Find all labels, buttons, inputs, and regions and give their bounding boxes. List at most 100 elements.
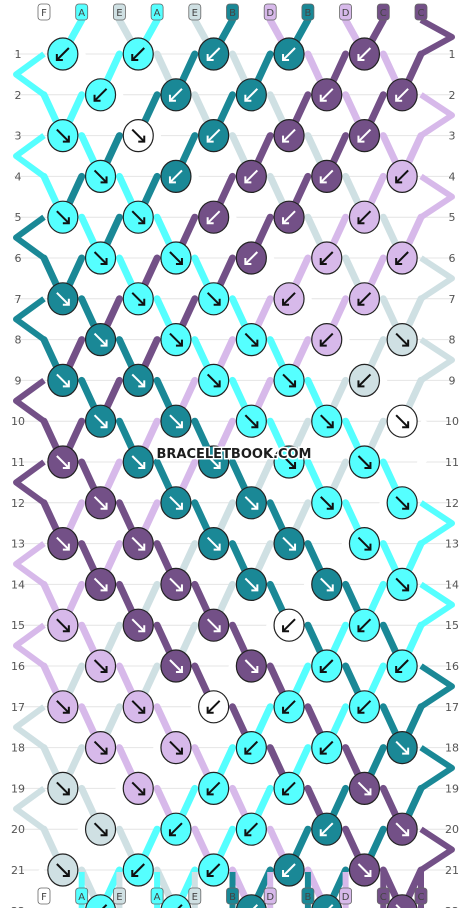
arrow-down-right-icon — [169, 577, 183, 592]
knot — [122, 282, 154, 316]
arrow-head — [402, 339, 410, 347]
knot — [273, 363, 305, 397]
arrow-down-right-icon — [206, 373, 221, 388]
knot — [160, 323, 192, 357]
arrow-down-right-icon — [244, 659, 259, 673]
row-number-left: 13 — [11, 538, 25, 551]
arrow-down-left-icon — [282, 700, 296, 714]
knot — [386, 567, 418, 602]
string-label: A — [154, 892, 161, 903]
knot — [235, 894, 267, 908]
arrow-head — [357, 706, 365, 714]
string-label: B — [229, 892, 236, 903]
arrow-down-left-icon — [357, 700, 372, 714]
string-color-swatch — [339, 887, 353, 905]
arrow-head — [282, 54, 290, 61]
string-label: C — [418, 892, 425, 903]
knot — [311, 404, 343, 438]
arrow-head — [213, 380, 221, 388]
arrow-down-right-icon — [244, 414, 259, 428]
edge-thread — [419, 663, 455, 710]
arrow-down-left-icon — [56, 47, 70, 61]
arrow-down-left-icon — [395, 169, 409, 184]
arrow-head — [100, 502, 108, 510]
knot — [273, 282, 305, 316]
arrow-down-right-icon — [56, 536, 70, 551]
knot — [198, 200, 230, 234]
string-color-swatch — [150, 3, 164, 21]
arrow-head — [138, 135, 146, 143]
arrow-head — [62, 543, 70, 551]
knot — [198, 282, 230, 316]
arrow-down-left-icon — [320, 169, 334, 184]
knot — [386, 812, 418, 846]
arrow-down-right-icon — [357, 455, 372, 469]
arrow-down-left-icon — [244, 822, 259, 836]
arrow-head — [357, 135, 365, 143]
string-label: D — [266, 8, 274, 19]
knot-grid — [47, 37, 418, 908]
arrow-down-right-icon — [131, 292, 145, 306]
arrow-head — [251, 339, 259, 347]
arrow-head — [168, 829, 176, 837]
arrow-down-right-icon — [93, 740, 108, 755]
arrow-head — [206, 870, 214, 877]
arrow-down-right-icon — [320, 577, 334, 592]
row-number-left: 15 — [11, 619, 25, 632]
string-color-swatch — [226, 3, 239, 21]
edge-thread — [419, 581, 455, 628]
arrow-head — [395, 176, 403, 184]
knot — [122, 445, 154, 479]
knot — [160, 241, 192, 275]
arrow-head — [251, 584, 259, 592]
row-number-left: 19 — [11, 782, 25, 795]
row-number-right: 3 — [449, 130, 456, 143]
arrow-down-left-icon — [282, 128, 296, 143]
arrow-head — [131, 870, 139, 877]
knot — [47, 119, 79, 153]
arrow-down-right-icon — [169, 740, 183, 755]
arrow-head — [364, 788, 372, 796]
arrow-head — [251, 666, 259, 673]
edge-thread — [13, 214, 46, 261]
row-number-right: 19 — [445, 782, 459, 795]
knot — [235, 812, 267, 846]
arrow-down-left-icon — [357, 618, 372, 632]
arrow-down-left-icon — [320, 251, 334, 265]
knot — [348, 445, 381, 479]
arrow-down-right-icon — [395, 577, 409, 592]
knot — [47, 200, 79, 234]
arrow-down-left-icon — [357, 47, 372, 61]
knot — [311, 649, 343, 683]
arrow-head — [62, 788, 70, 796]
arrow-head — [357, 625, 365, 633]
string-color-swatch — [263, 887, 277, 905]
knot — [160, 730, 192, 765]
arrow-head — [100, 584, 108, 592]
string-color-swatch — [188, 3, 202, 21]
arrow-down-right-icon — [93, 659, 108, 673]
knot — [235, 159, 267, 193]
row-number-left: 18 — [11, 742, 25, 755]
row-number-right: 4 — [449, 170, 456, 183]
row-number-left: 2 — [15, 89, 22, 102]
knot — [235, 78, 267, 112]
arrow-head — [244, 747, 252, 755]
arrow-head — [100, 176, 108, 184]
arrow-down-right-icon — [169, 659, 183, 673]
arrow-head — [138, 217, 146, 225]
knot-oval — [386, 894, 418, 908]
arrow-down-left-icon — [206, 700, 221, 714]
arrow-down-left-icon — [395, 251, 409, 265]
arrow-down-left-icon — [177, 904, 183, 908]
knot — [198, 608, 230, 642]
knot — [85, 894, 116, 908]
arrow-head — [62, 380, 70, 388]
arrow-head — [138, 380, 146, 388]
knot — [311, 812, 343, 846]
arrow-down-left-icon — [320, 332, 334, 347]
row-number-right: 16 — [445, 660, 459, 673]
knot — [122, 200, 154, 234]
